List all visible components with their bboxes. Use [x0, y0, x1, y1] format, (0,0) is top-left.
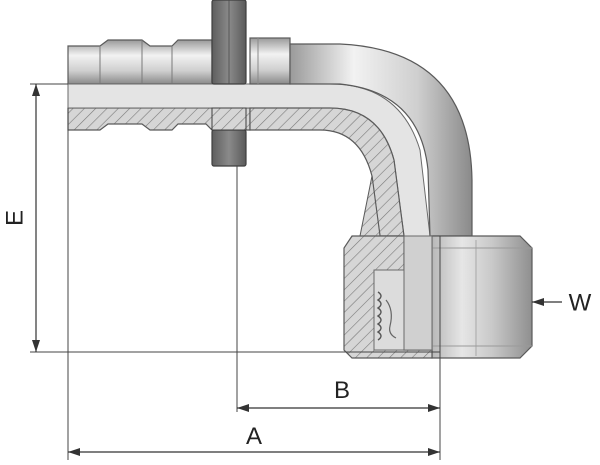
extension-lines — [30, 83, 441, 460]
leader-w: W — [532, 289, 592, 316]
label-a: A — [246, 423, 262, 450]
retaining-ring — [211, 0, 247, 167]
label-e: E — [1, 210, 28, 226]
label-w: W — [569, 289, 592, 316]
dimension-a: A — [68, 423, 440, 456]
collar — [249, 37, 291, 85]
hose-tail — [67, 39, 213, 85]
label-b: B — [334, 377, 350, 404]
dimension-e: E — [1, 84, 40, 352]
dimension-b: B — [237, 377, 440, 412]
swivel-nut — [431, 235, 533, 359]
swivel-nut-section — [343, 235, 433, 359]
